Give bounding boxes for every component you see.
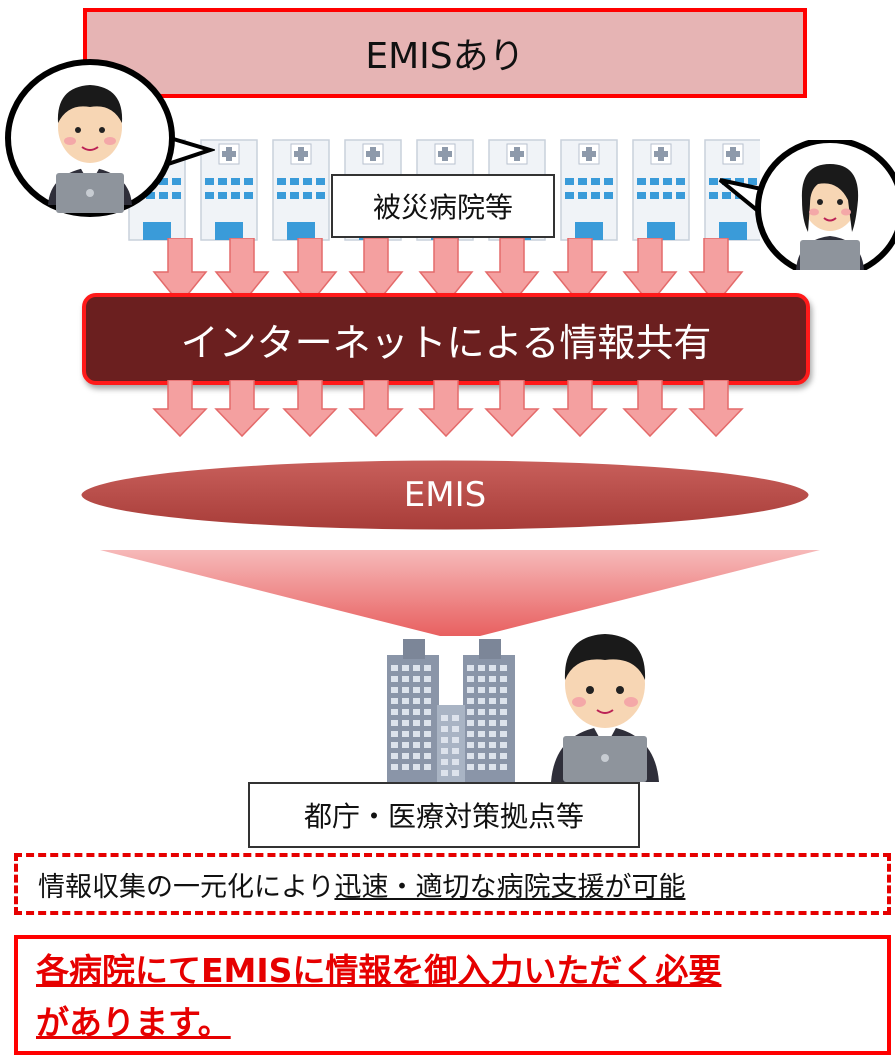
down-arrow-icon: [484, 238, 540, 306]
down-arrow-icon: [552, 238, 608, 306]
hospital-building-icon: [200, 139, 258, 241]
down-arrow-icon: [484, 380, 540, 438]
down-arrow-icon: [348, 380, 404, 438]
hospital-building-icon: [560, 139, 618, 241]
down-arrow-icon: [622, 380, 678, 438]
office-worker-male-icon: [5, 59, 215, 217]
notice-box: 各病院にてEMISに情報を御入力いただく必要 があります。: [14, 935, 891, 1055]
down-arrow-icon: [152, 238, 208, 306]
emis-label: EMIS: [75, 455, 815, 535]
down-arrow-icon: [282, 380, 338, 438]
summary-underlined: 迅速・適切な病院支援が可能: [334, 871, 686, 903]
title-box: EMISあり: [83, 8, 807, 98]
government-building-icon: [387, 639, 515, 785]
down-arrow-icon: [622, 238, 678, 306]
notice-line2: があります。: [36, 1003, 231, 1042]
down-arrow-icon: [282, 238, 338, 306]
down-arrow-icon: [688, 380, 744, 438]
down-arrow-icon: [152, 380, 208, 438]
summary-box: 情報収集の一元化により迅速・適切な病院支援が可能: [14, 853, 891, 915]
down-arrow-icon: [552, 380, 608, 438]
hospitals-label: 被災病院等: [331, 174, 555, 238]
notice-line1: 各病院にてEMISに情報を御入力いただく必要: [36, 951, 722, 990]
hospitals-label-text: 被災病院等: [372, 191, 513, 224]
internet-sharing-text: インターネットによる情報共有: [180, 320, 712, 365]
down-arrow-icon: [214, 238, 270, 306]
down-arrow-icon: [688, 238, 744, 306]
funnel-arrow: [100, 550, 820, 636]
emis-label-text: EMIS: [403, 475, 487, 515]
summary-prefix: 情報収集の一元化により: [38, 871, 335, 903]
down-arrow-icon: [214, 380, 270, 438]
down-arrow-icon: [348, 238, 404, 306]
office-worker-female-icon: [718, 140, 895, 270]
arrows-bottom: [152, 380, 744, 438]
government-worker-icon: [551, 634, 659, 782]
internet-sharing-bar: インターネットによる情報共有: [82, 293, 810, 385]
government-label-text: 都庁・医療対策拠点等: [303, 800, 584, 833]
arrows-top: [152, 238, 744, 306]
hospital-building-icon: [272, 139, 330, 241]
down-arrow-icon: [418, 380, 474, 438]
title-text: EMISあり: [365, 36, 525, 77]
down-arrow-icon: [418, 238, 474, 306]
government-label: 都庁・医療対策拠点等: [248, 782, 640, 848]
emis-platform-shape: [78, 457, 812, 533]
hospital-building-icon: [632, 139, 690, 241]
